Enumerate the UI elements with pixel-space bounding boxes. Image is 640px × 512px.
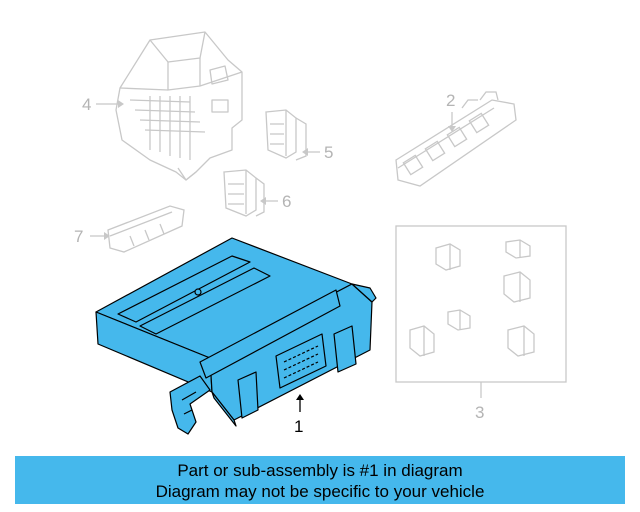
callout-4-arrow (118, 100, 124, 108)
part-2-fuse-strip (395, 91, 517, 187)
callout-2-arrow (448, 126, 456, 132)
banner-line-1: Part or sub-assembly is #1 in diagram (177, 461, 463, 480)
callout-3: 3 (475, 403, 484, 422)
part-3-relay-kit (395, 225, 567, 383)
part-6-relay (223, 169, 265, 217)
callout-1: 1 (294, 417, 303, 436)
callout-7-arrow (104, 232, 110, 240)
callout-5-arrow (302, 148, 308, 156)
callout-5: 5 (324, 143, 333, 162)
callout-6-arrow (260, 197, 266, 205)
callout-7: 7 (74, 227, 83, 246)
parts-diagram: 4 5 6 7 2 (74, 31, 567, 436)
callout-4: 4 (82, 95, 91, 114)
part-7-connector (107, 205, 185, 253)
callout-2: 2 (446, 91, 455, 110)
info-banner: Part or sub-assembly is #1 in diagram Di… (15, 456, 625, 504)
callout-6: 6 (282, 192, 291, 211)
callout-1-arrow (296, 394, 304, 400)
part-1-control-module (95, 237, 377, 435)
banner-line-2: Diagram may not be specific to your vehi… (155, 482, 485, 501)
part-5-relay (265, 109, 307, 161)
part-4-fuse-box (115, 31, 243, 181)
